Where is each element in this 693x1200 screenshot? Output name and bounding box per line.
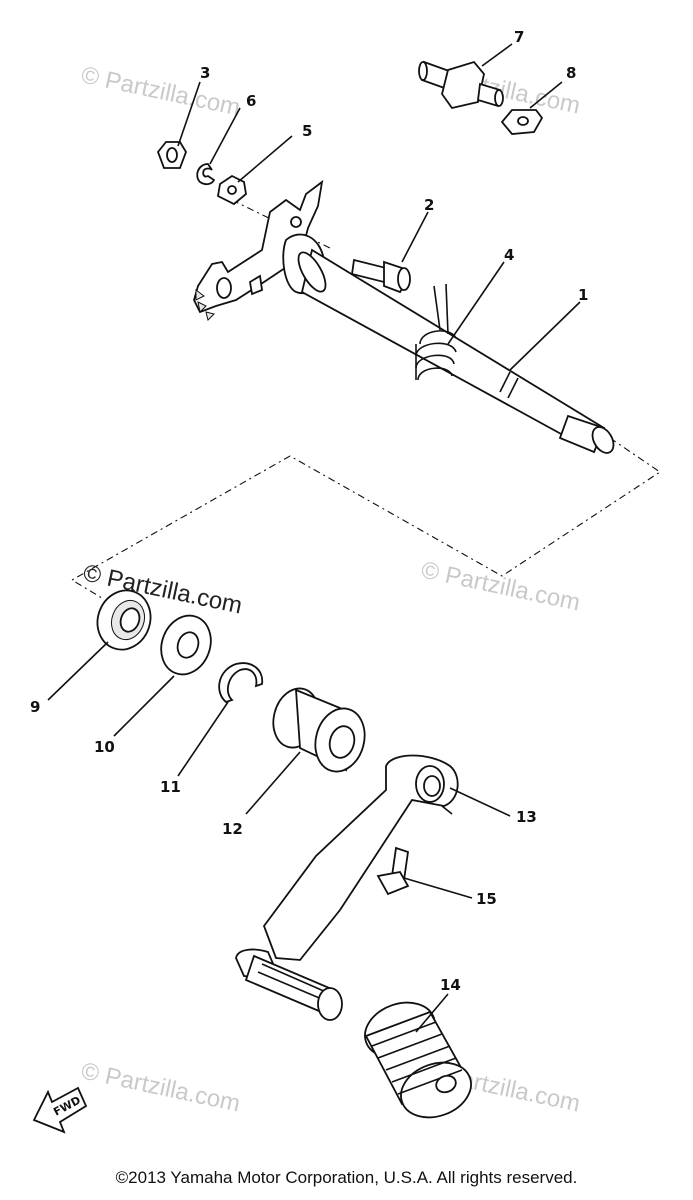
callout-15: 15: [476, 890, 497, 908]
part-10-washer: [160, 614, 212, 676]
callout-1: 1: [578, 286, 588, 304]
callout-3: 3: [200, 64, 210, 82]
part-6-circlip: [196, 163, 216, 186]
part-8-washer-plate: [500, 109, 544, 135]
part-5-lock-plate: [217, 174, 247, 206]
part-2-bolt: [350, 258, 411, 294]
part-11-circlip: [218, 662, 264, 704]
watermark: © Partzilla.com: [79, 61, 243, 121]
copyright-notice: ©2013 Yamaha Motor Corporation, U.S.A. A…: [115, 1168, 578, 1187]
callout-9: 9: [30, 698, 40, 716]
watermark: © Partzilla.com: [79, 1057, 243, 1117]
part-15-bolt: [376, 846, 410, 896]
callout-10: 10: [94, 738, 115, 756]
part-7-stud-bolt: [418, 60, 504, 110]
callout-12: 12: [222, 820, 243, 838]
callout-11: 11: [160, 778, 181, 796]
part-9-oil-seal: [96, 589, 152, 651]
callout-14: 14: [440, 976, 461, 994]
callout-7: 7: [514, 28, 524, 46]
callout-4: 4: [504, 246, 514, 264]
callout-6: 6: [246, 92, 256, 110]
assembly-line: [70, 437, 661, 599]
part-3-nut: [156, 141, 187, 169]
watermark: © Partzilla.com: [419, 556, 583, 616]
part-12-collar: [272, 687, 366, 773]
callout-13: 13: [516, 808, 537, 826]
callout-2: 2: [424, 196, 434, 214]
part-14-pedal-rubber: [364, 1001, 472, 1119]
callout-8: 8: [566, 64, 576, 82]
fwd-arrow-icon: FWD: [32, 1086, 88, 1134]
callout-5: 5: [302, 122, 312, 140]
part-1-shift-shaft: [193, 179, 615, 454]
part-13-shift-arm: [235, 754, 459, 1021]
